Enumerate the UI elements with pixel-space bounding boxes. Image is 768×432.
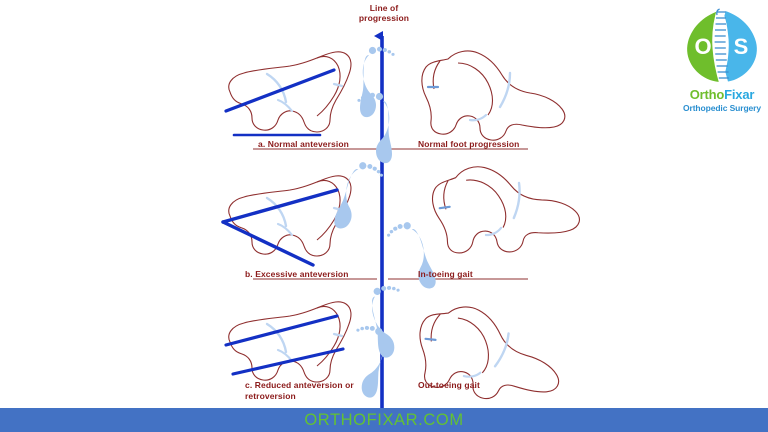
bottom-banner: ORTHOFIXAR.COM <box>0 408 768 432</box>
orthofixar-logo[interactable]: O S OrthoFixar Orthopedic Surgery <box>676 4 768 126</box>
row-separators <box>253 148 528 280</box>
logo-letter-left: O <box>694 34 711 59</box>
caption-excessive-anteversion: b. Excessive anteversion <box>245 269 349 279</box>
logo-wordmark-ortho: Ortho <box>689 87 725 102</box>
banner-website-text[interactable]: ORTHOFIXAR.COM <box>304 410 464 429</box>
logo-letter-right: S <box>734 34 749 59</box>
caption-normal-foot-progression: Normal foot progression <box>418 139 520 149</box>
caption-in-toeing-gait: In-toeing gait <box>418 269 473 279</box>
caption-out-toeing-gait: Out-toeing gait <box>418 380 480 390</box>
panel-normal-foot-progression-figure <box>420 49 567 142</box>
leaf-right-shape <box>722 10 757 82</box>
panel-normal-anteversion-figure <box>224 50 353 137</box>
footprints-row-1 <box>357 46 395 164</box>
caption-normal-anteversion: a. Normal anteversion <box>258 139 349 149</box>
line-of-progression-label: Line of progression <box>358 3 410 23</box>
panel-reduced-anteversion-figure <box>224 300 353 384</box>
neck-axis-line-c <box>224 314 339 347</box>
logo-mark-icon: O S <box>687 4 757 88</box>
logo-wordmark: OrthoFixar <box>676 87 768 102</box>
logo-tagline: Orthopedic Surgery <box>682 103 762 113</box>
neck-axis-line-a <box>224 68 336 113</box>
panel-in-toeing-gait-figure <box>427 152 584 263</box>
condylar-reference-line-b <box>221 220 315 267</box>
condylar-reference-line-c <box>231 347 345 376</box>
neck-axis-line-b <box>221 188 339 224</box>
logo-wordmark-fixar: Fixar <box>724 87 755 102</box>
caption-reduced-anteversion: c. Reduced anteversion or retroversion <box>245 380 354 401</box>
spine-icon <box>714 8 729 79</box>
panel-excessive-anteversion-figure <box>221 174 353 267</box>
